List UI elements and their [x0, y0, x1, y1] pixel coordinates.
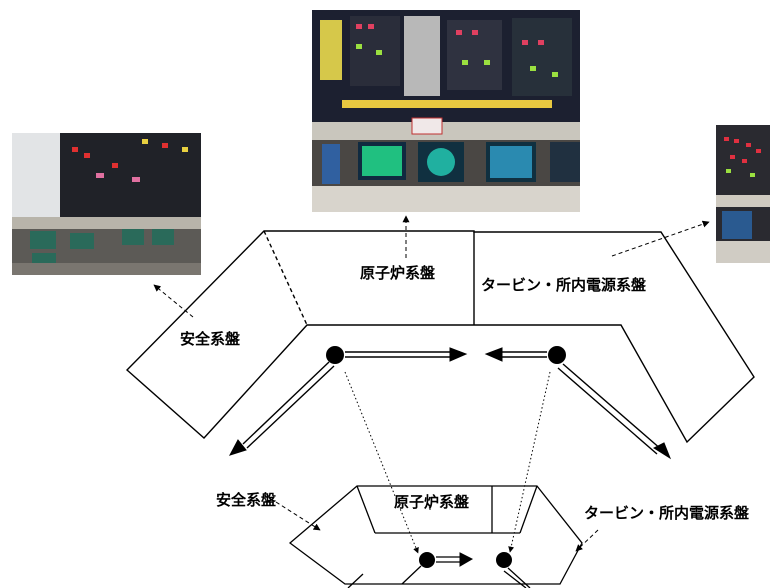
small-console-outline — [288, 485, 583, 585]
operator-dot-right — [548, 346, 566, 364]
operator-dot-left — [326, 346, 344, 364]
safety-panel-label: 安全系盤 — [180, 330, 241, 348]
small-operator-dot-right — [496, 552, 512, 568]
small-turbine-panel-label: タービン・所内電源系盤 — [584, 504, 750, 522]
reactor-panel-label: 原子炉系盤 — [360, 264, 436, 282]
small-operator-arrows — [347, 552, 531, 588]
small-reactor-panel-label: 原子炉系盤 — [394, 493, 470, 511]
reactor-panel-photo — [312, 10, 580, 212]
large-operator-arrows — [228, 346, 672, 460]
turbine-panel-photo — [716, 125, 770, 263]
turbine-panel-label: タービン・所内電源系盤 — [481, 276, 647, 294]
large-console-outline — [125, 230, 755, 444]
safety-panel-photo — [12, 133, 201, 275]
photo-leader-arrows — [153, 215, 710, 552]
small-operator-dot-left — [419, 552, 435, 568]
sight-lines — [344, 371, 551, 554]
small-safety-panel-label: 安全系盤 — [216, 491, 277, 509]
